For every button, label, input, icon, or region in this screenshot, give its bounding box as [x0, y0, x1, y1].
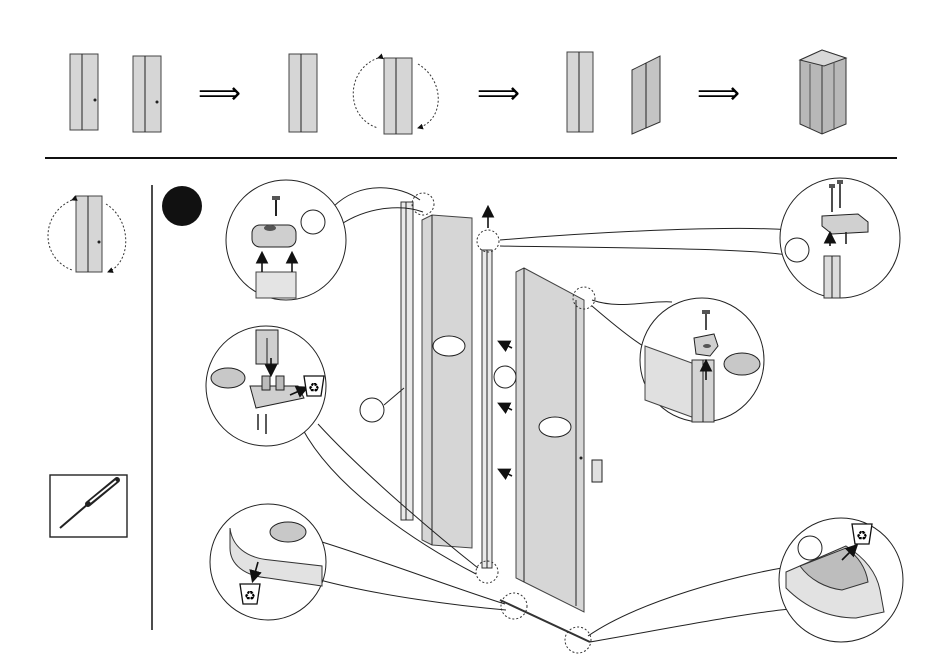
callout-bar-cap [500, 178, 900, 298]
callout-floor-cap-label [798, 536, 822, 560]
callout-top-cap [226, 180, 423, 300]
push-arrow-3 [500, 470, 512, 476]
overview-arrow-3: ⟹ [697, 76, 740, 111]
fixed-glass-panel [422, 215, 472, 548]
callout-door-hinge-label [724, 353, 760, 375]
door-handle [592, 460, 602, 482]
overview-step-assembled [800, 50, 846, 134]
push-arrow-2 [500, 404, 512, 410]
recycle-icon-2: ♻ [240, 584, 260, 604]
recycle-icon-3: ♻ [852, 524, 872, 544]
overview-step-door-pair [70, 54, 161, 132]
callout-bottom-cap-label [211, 368, 245, 388]
detail-marker-top-bar [477, 230, 499, 252]
svg-text:♻: ♻ [856, 529, 868, 544]
callout-rail-end-label [270, 522, 306, 542]
label-center-bar [494, 366, 516, 388]
overview-step-door-rotation [289, 54, 438, 134]
recycle-icon-1: ♻ [304, 376, 324, 396]
label-door [539, 417, 571, 437]
screwdriver-icon [50, 475, 127, 537]
push-arrow-1 [500, 342, 512, 348]
wall-profile [401, 202, 413, 520]
door-panel [516, 268, 584, 612]
label-fixed-panel [433, 336, 465, 356]
svg-text:♻: ♻ [308, 381, 320, 396]
callout-floor-cap: ♻ [588, 518, 903, 642]
main-assembly [360, 193, 602, 653]
step-marker [162, 186, 202, 226]
label-wall-profile [360, 398, 384, 422]
svg-text:♻: ♻ [244, 589, 256, 604]
overview-step-panels-separate [567, 52, 660, 134]
overview-strip: ⟹ ⟹ ⟹ [70, 50, 846, 134]
callout-door-hinge [592, 298, 764, 422]
overview-arrow-1: ⟹ [198, 76, 241, 111]
sidebar-rotation-thumb [48, 196, 126, 272]
callout-bar-cap-label [785, 238, 809, 262]
overview-arrow-2: ⟹ [477, 76, 520, 111]
callout-top-cap-label [301, 210, 325, 234]
